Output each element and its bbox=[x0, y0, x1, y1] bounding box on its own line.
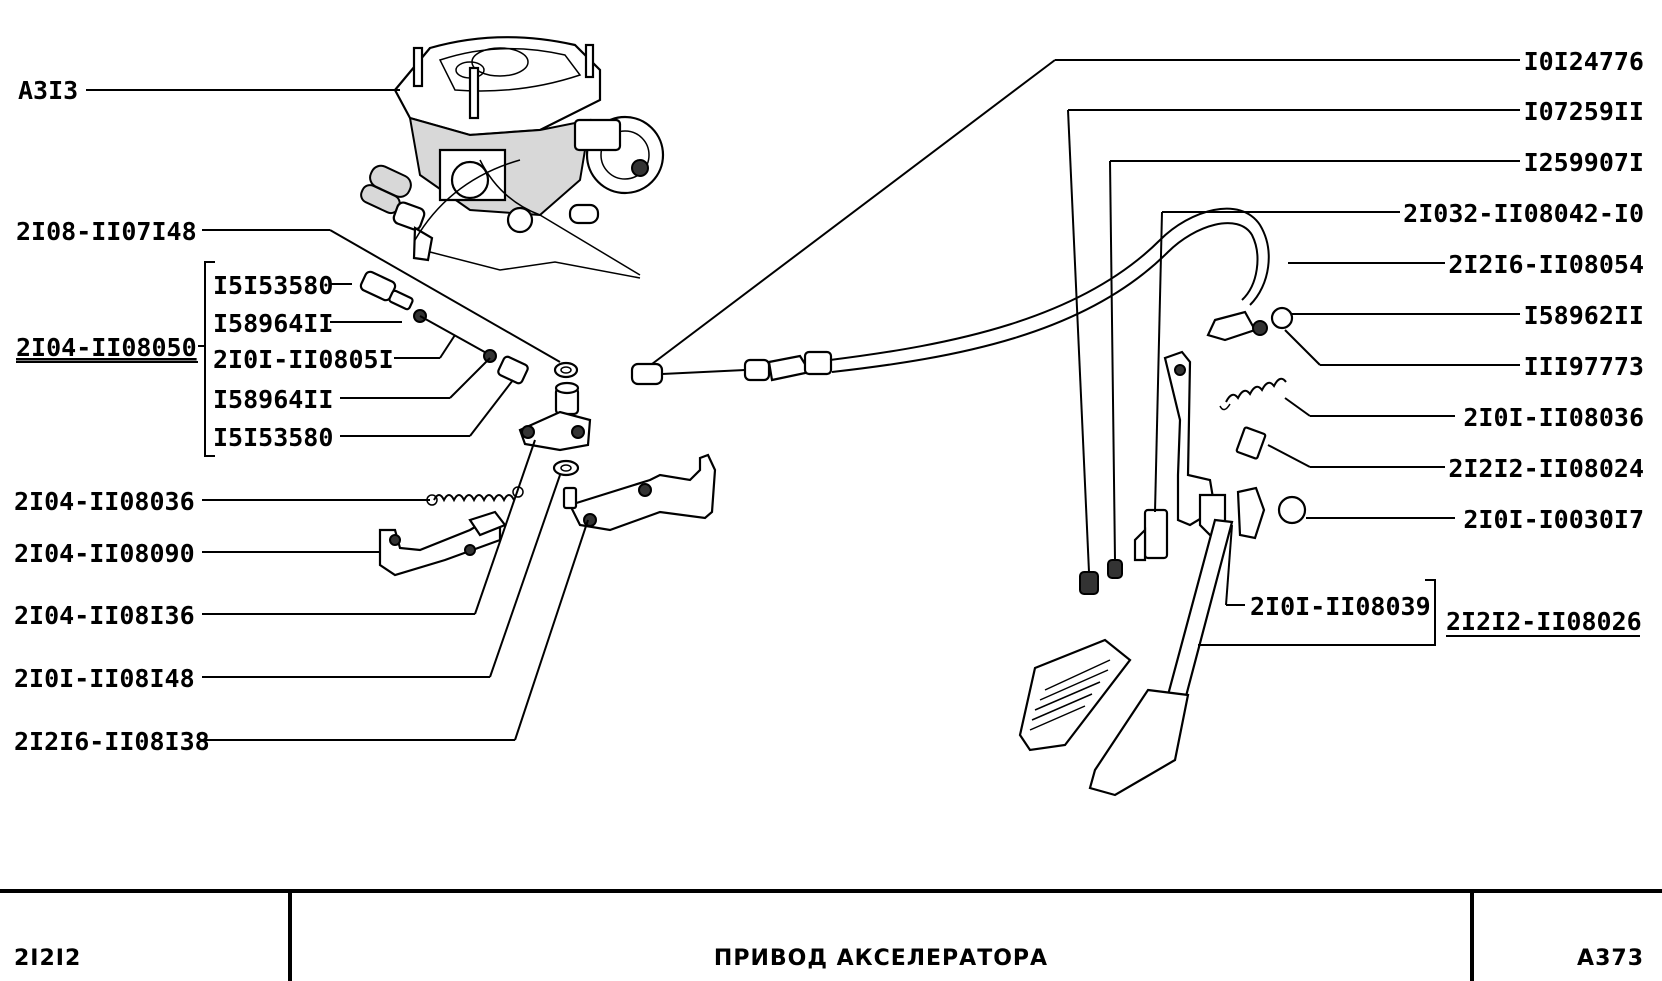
label-group-right: 2I2I2-II08026 bbox=[1446, 607, 1642, 636]
accelerator-cable bbox=[630, 207, 1270, 386]
labels-left: A3I3 2I08-II07I48 2I04-II08050 I5I53580 … bbox=[14, 76, 394, 756]
label-g4: I58964II bbox=[213, 385, 333, 414]
labels-right: I0I24776 I07259II I259907I 2I032-II08042… bbox=[1250, 47, 1644, 637]
label-r9: 2I2I2-II08024 bbox=[1448, 454, 1644, 483]
label-l2: 2I04-II08036 bbox=[14, 487, 195, 516]
label-r7: III97773 bbox=[1524, 352, 1644, 381]
label-l1: 2I08-II07I48 bbox=[16, 217, 197, 246]
leader-lines bbox=[86, 59, 1520, 741]
label-r1: I0I24776 bbox=[1524, 47, 1644, 76]
label-g2: I58964II bbox=[213, 309, 333, 338]
label-l5: 2I0I-II08I48 bbox=[14, 664, 195, 693]
model-number: 2I2I2 bbox=[14, 946, 81, 971]
label-r10: 2I0I-I0030I7 bbox=[1463, 505, 1644, 534]
spring-left bbox=[426, 486, 524, 506]
label-r3: I259907I bbox=[1524, 148, 1644, 177]
lever-assembly bbox=[518, 381, 592, 477]
label-r11: 2I0I-II08039 bbox=[1250, 592, 1431, 621]
label-r4: 2I032-II08042-I0 bbox=[1403, 199, 1644, 228]
pedal-assembly bbox=[1018, 306, 1307, 797]
label-group-left: 2I04-II08050 bbox=[16, 333, 197, 362]
label-r8: 2I0I-II08036 bbox=[1463, 403, 1644, 432]
label-r2: I07259II bbox=[1524, 97, 1644, 126]
label-l3: 2I04-II08090 bbox=[14, 539, 195, 568]
label-l6: 2I2I6-II08I38 bbox=[14, 727, 210, 756]
label-r6: I58962II bbox=[1524, 301, 1644, 330]
title-block: 2I2I2 ПРИВОД АКСЕЛЕРАТОРА A373 bbox=[0, 889, 1662, 981]
label-r5: 2I2I6-II08054 bbox=[1448, 250, 1644, 279]
throttle-rod-assembly bbox=[359, 270, 529, 385]
label-g1: I5I53580 bbox=[213, 271, 333, 300]
label-g3: 2I0I-II0805I bbox=[213, 345, 394, 374]
label-l4: 2I04-II08I36 bbox=[14, 601, 195, 630]
bracket-right bbox=[562, 453, 717, 532]
carburetor-assembly bbox=[360, 36, 665, 279]
washer-top bbox=[553, 361, 579, 379]
bracket-left bbox=[378, 510, 507, 577]
diagram-title: ПРИВОД АКСЕЛЕРАТОРА bbox=[714, 946, 1048, 971]
label-g5: I5I53580 bbox=[213, 423, 333, 452]
page-code: A373 bbox=[1577, 946, 1644, 971]
label-carburetor: A3I3 bbox=[18, 76, 78, 105]
